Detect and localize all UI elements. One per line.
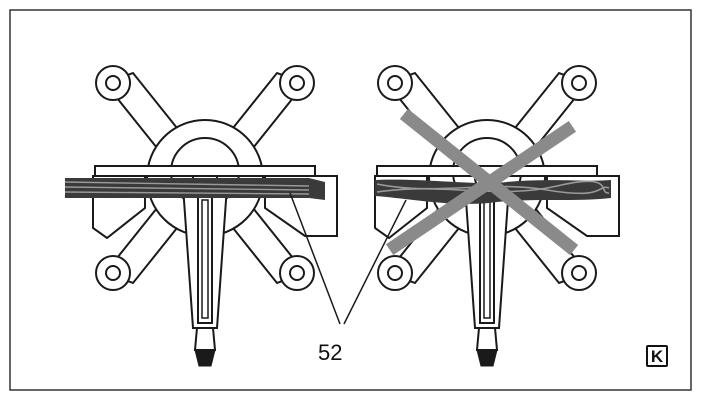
panel-letter-badge: K — [646, 345, 668, 367]
correct-routing-panel — [64, 65, 338, 367]
wrong-cross-mark — [385, 108, 579, 256]
callout-number: 52 — [318, 340, 343, 365]
incorrect-routing-panel — [374, 65, 620, 367]
straight-cable — [64, 178, 325, 200]
callout-leader-lines — [289, 192, 407, 325]
